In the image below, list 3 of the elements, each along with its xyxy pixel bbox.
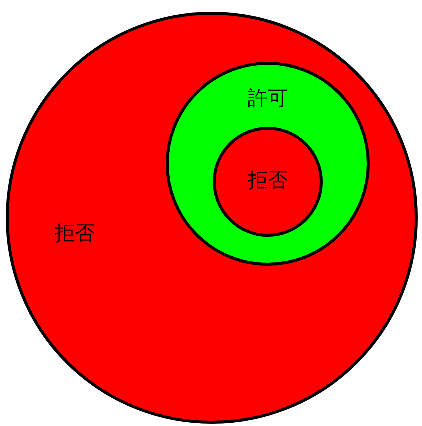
circle-label: 拒否 (55, 223, 95, 243)
circle-label: 許可 (248, 88, 288, 108)
circle-label: 拒否 (248, 170, 288, 190)
